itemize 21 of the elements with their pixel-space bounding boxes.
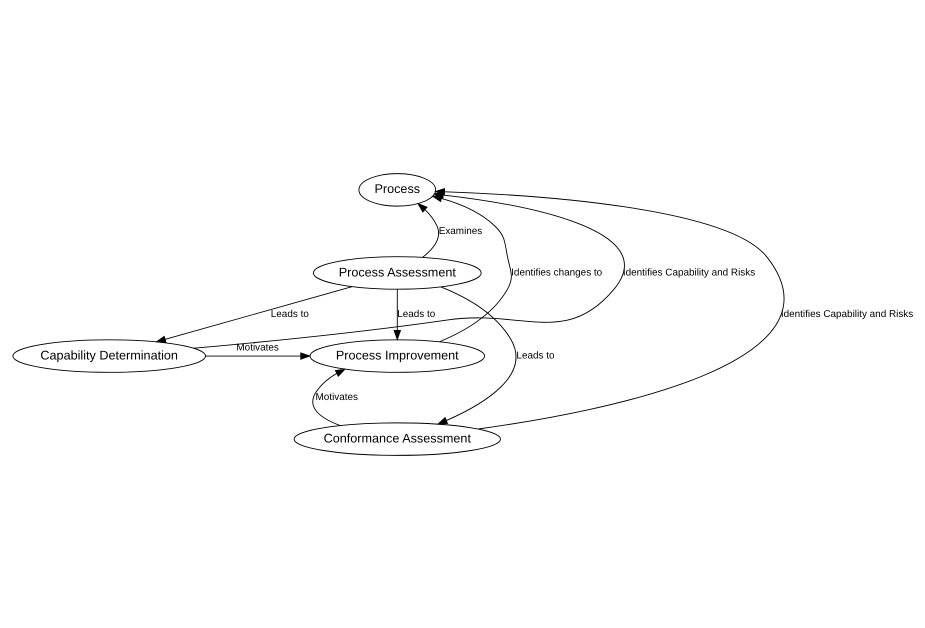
arrow (155, 286, 352, 342)
edge-label: Identifies Capability and Risks (780, 308, 914, 320)
edge-label: Leads to (516, 350, 555, 362)
edge-label: Motivates (236, 342, 279, 353)
edge-label: Leads to (397, 308, 436, 320)
arrow (417, 202, 440, 258)
arrow (436, 286, 516, 424)
edge-label: Identifies Capability and Risks (622, 266, 756, 278)
edge-label: Identifies changes to (511, 266, 602, 278)
arrow (205, 352, 312, 360)
node-ellipse: Conformance Assessment (294, 422, 501, 456)
node-ellipse: Process Assessment (312, 256, 482, 290)
arrow (434, 188, 784, 429)
edge-label: Motivates (316, 392, 358, 403)
node-ellipse: Process (358, 172, 436, 206)
node-ellipse: Capability Determination (12, 338, 206, 372)
edge-label: Leads to (270, 308, 309, 320)
arrow (394, 288, 402, 340)
edge-label: Examines (438, 225, 482, 236)
arrow (312, 368, 346, 426)
node-ellipse: Process Improvement (310, 338, 486, 372)
